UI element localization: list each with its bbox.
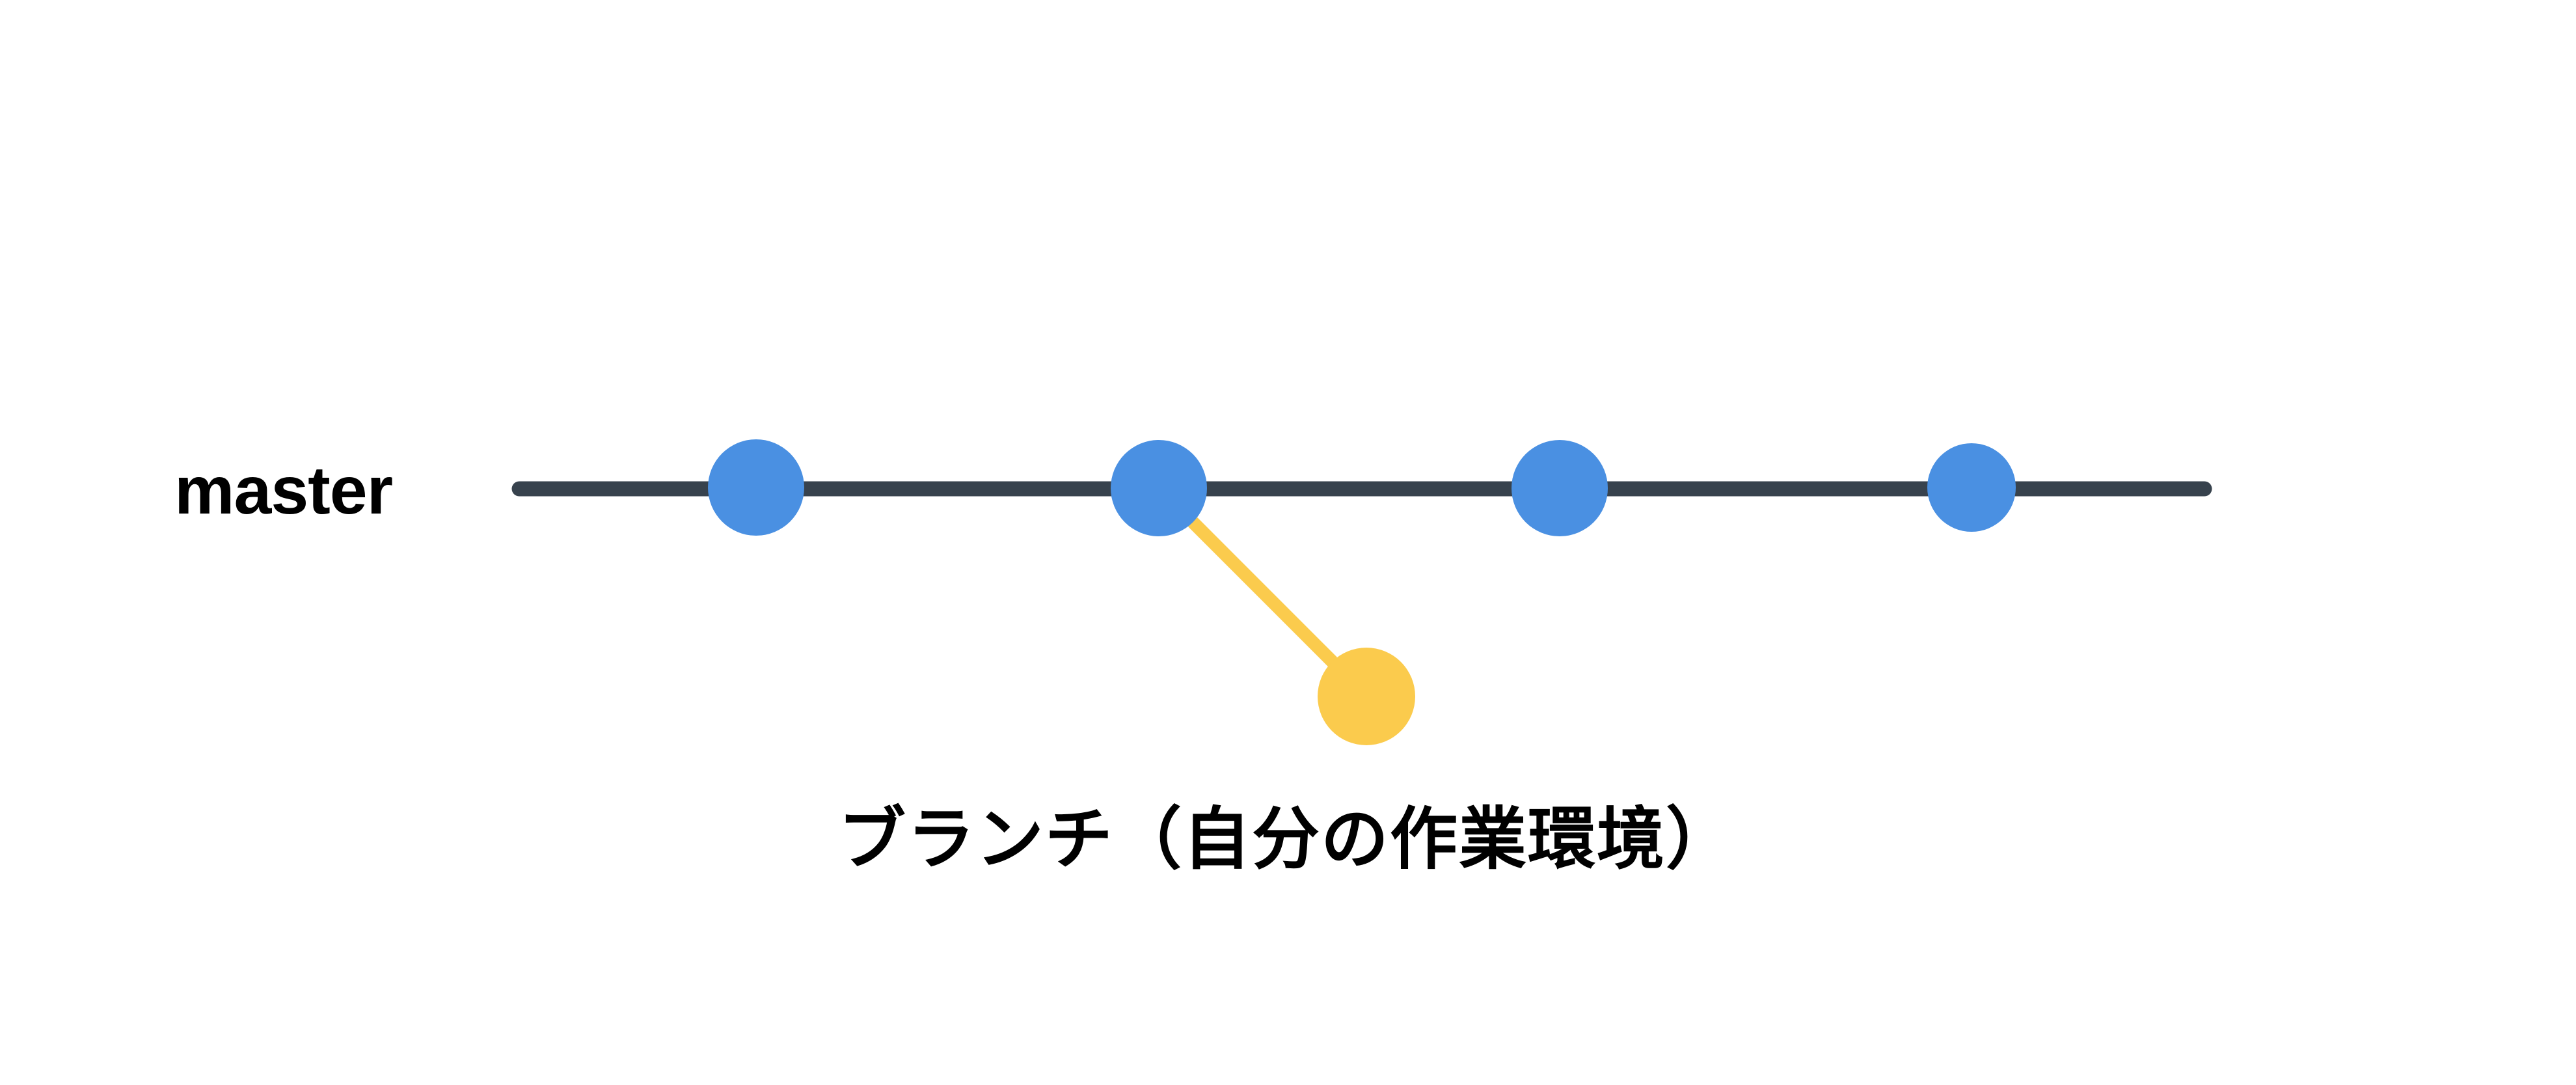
branch-connector-line — [1187, 517, 1338, 667]
master-branch-label: master — [174, 453, 392, 529]
master-commit-node-1[interactable] — [708, 439, 804, 536]
master-commit-node-4[interactable] — [1927, 443, 2016, 532]
master-commit-node-3[interactable] — [1512, 440, 1608, 536]
branch-caption-label: ブランチ（自分の作業環境） — [838, 802, 1735, 877]
master-commit-node-2[interactable] — [1111, 440, 1207, 536]
branch-commit-node-1[interactable] — [1318, 648, 1415, 745]
